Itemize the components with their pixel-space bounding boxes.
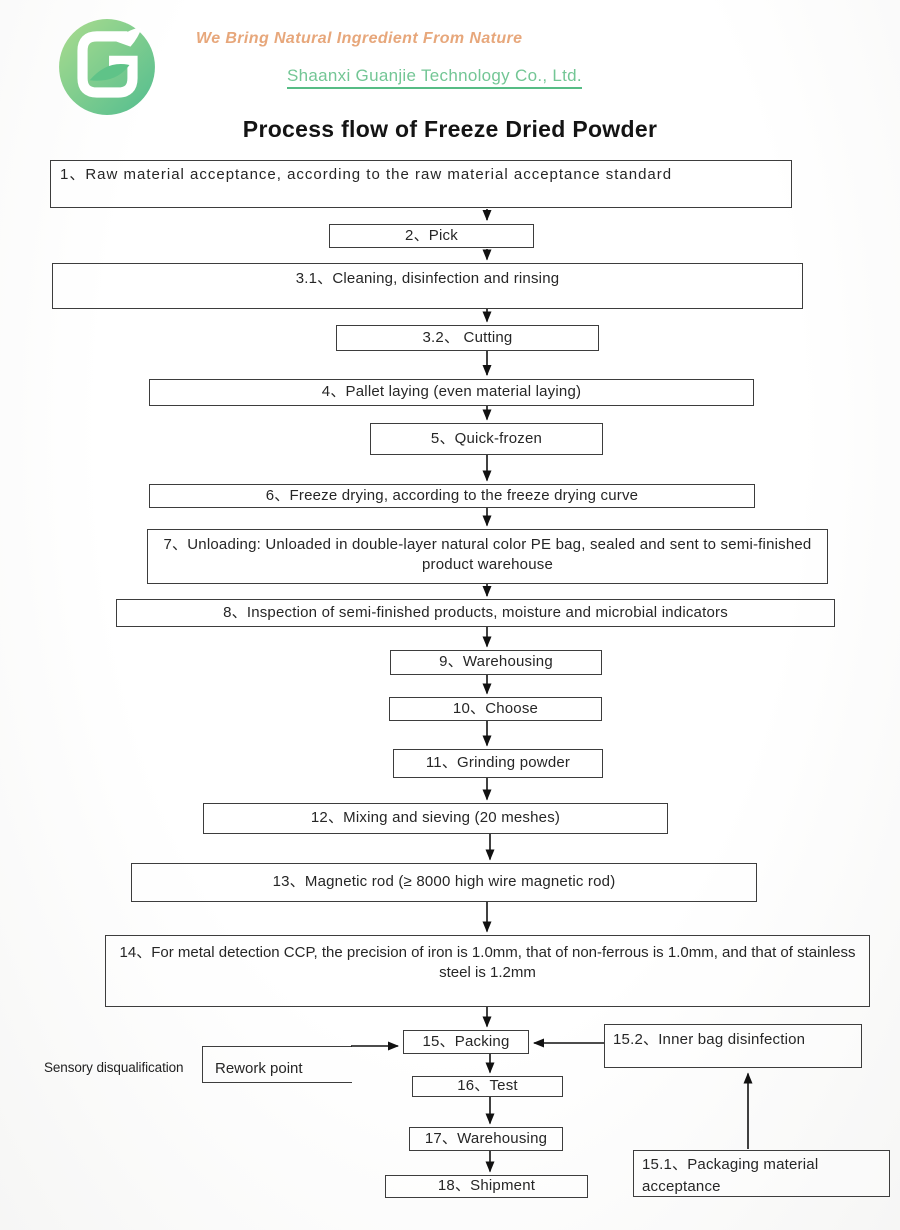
page-title: Process flow of Freeze Dried Powder [242, 116, 658, 142]
flow-step-11: 11、Grinding powder [393, 749, 603, 778]
flow-step-14: 14、For metal detection CCP, the precisio… [105, 935, 870, 1007]
flow-step-4: 4、Pallet laying (even material laying) [149, 379, 754, 406]
flow-step-7: 7、Unloading: Unloaded in double-layer na… [147, 529, 828, 584]
flow-step-12: 12、Mixing and sieving (20 meshes) [203, 803, 668, 834]
flow-step-6: 6、Freeze drying, according to the freeze… [149, 484, 755, 508]
flow-step-2: 2、Pick [329, 224, 534, 248]
flow-step-10: 10、Choose [389, 697, 602, 721]
flow-step-3-2: 3.2、 Cutting [336, 325, 599, 351]
flow-step-16: 16、Test [412, 1076, 563, 1097]
flow-step-5: 5、Quick-frozen [370, 423, 603, 455]
flow-step-17: 17、Warehousing [409, 1127, 563, 1151]
company-leaf-logo-icon [56, 16, 158, 118]
flow-step-3-1: 3.1、Cleaning, disinfection and rinsing [52, 263, 803, 309]
sensory-disqualification-label: Sensory disqualification [44, 1060, 184, 1075]
flow-step-15-1: 15.1、Packaging material acceptance [633, 1150, 890, 1197]
company-tagline: We Bring Natural Ingredient From Nature [196, 30, 523, 47]
flow-step-1: 1、Raw material acceptance, according to … [50, 160, 792, 208]
flow-step-15: 15、Packing [403, 1030, 529, 1054]
flow-step-9: 9、Warehousing [390, 650, 602, 675]
rework-point-box: Rework point [202, 1046, 352, 1083]
flow-step-13: 13、Magnetic rod (≥ 8000 high wire magnet… [131, 863, 757, 902]
flow-step-15-2: 15.2、Inner bag disinfection [604, 1024, 862, 1068]
company-name-link[interactable]: Shaanxi Guanjie Technology Co., Ltd. [287, 66, 582, 89]
flow-step-18: 18、Shipment [385, 1175, 588, 1198]
flow-step-8: 8、Inspection of semi-finished products, … [116, 599, 835, 627]
